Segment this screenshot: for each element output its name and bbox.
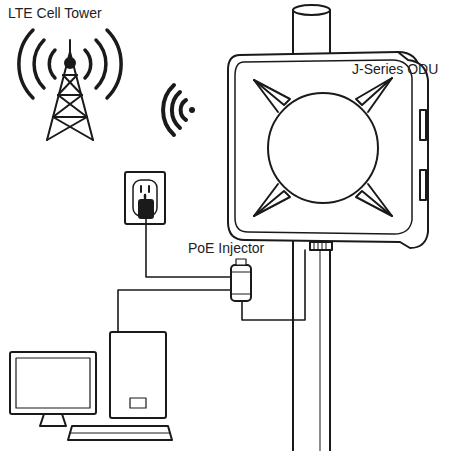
cable (118, 218, 305, 332)
wireless-signal (163, 85, 195, 135)
computer (10, 332, 172, 440)
text-label: PoE Injector (188, 240, 264, 257)
odu-unit (228, 52, 428, 250)
wall-outlet (125, 172, 165, 224)
text-label: J-Series ODU (352, 61, 438, 78)
cell-tower (19, 30, 121, 140)
poe-injector (231, 259, 251, 301)
text-label: LTE Cell Tower (8, 5, 102, 22)
